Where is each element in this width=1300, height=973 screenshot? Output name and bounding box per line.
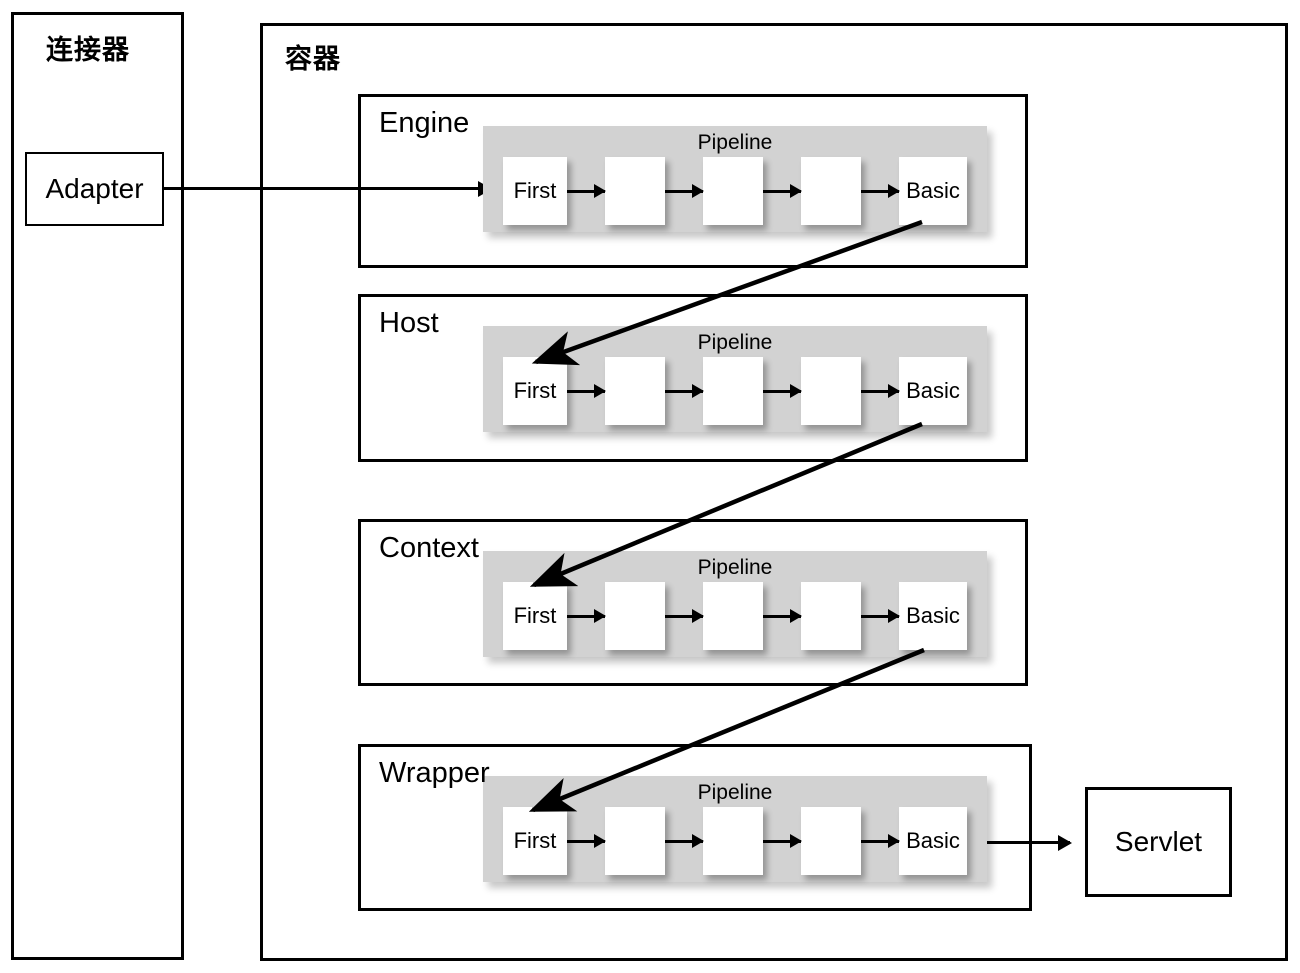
container-panel-title: 容器 (285, 44, 341, 74)
wrapper-pipeline-title: Pipeline (697, 781, 773, 804)
context-valve-first[interactable]: First (503, 582, 567, 650)
host-valve-2[interactable] (605, 357, 665, 425)
engine-arrow-4 (861, 184, 900, 198)
valve-label: First (513, 828, 557, 853)
valve-label: First (513, 378, 557, 403)
wrapper-valve-basic[interactable]: Basic (899, 807, 967, 875)
section-engine-label: Engine (379, 107, 470, 139)
engine-valve-basic[interactable]: Basic (899, 157, 967, 225)
engine-pipeline: Pipeline First Basic (483, 126, 987, 232)
host-arrow-4 (861, 384, 900, 398)
context-valve-4[interactable] (801, 582, 861, 650)
wrapper-arrow-1 (567, 834, 606, 848)
wrapper-valve-2[interactable] (605, 807, 665, 875)
wrapper-valve-row: First Basic (483, 806, 987, 876)
host-valve-4[interactable] (801, 357, 861, 425)
context-arrow-3 (763, 609, 802, 623)
servlet-box[interactable]: Servlet (1085, 787, 1232, 897)
engine-valve-2[interactable] (605, 157, 665, 225)
valve-label: Basic (906, 178, 960, 203)
context-valve-row: First Basic (483, 581, 987, 651)
host-valve-first[interactable]: First (503, 357, 567, 425)
context-arrow-2 (665, 609, 704, 623)
wrapper-pipeline: Pipeline First Basic (483, 776, 987, 882)
servlet-label: Servlet (1114, 826, 1203, 857)
section-engine: Engine Pipeline First (358, 94, 1028, 268)
section-wrapper: Wrapper Pipeline First (358, 744, 1032, 911)
link-adapter-to-engine-first (163, 181, 492, 195)
adapter-label: Adapter (45, 173, 144, 204)
wrapper-valve-4[interactable] (801, 807, 861, 875)
valve-label: First (513, 178, 557, 203)
wrapper-arrow-3 (763, 834, 802, 848)
context-valve-3[interactable] (703, 582, 763, 650)
connector-panel-title: 连接器 (46, 35, 130, 65)
host-arrow-3 (763, 384, 802, 398)
section-host: Host Pipeline First (358, 294, 1028, 462)
section-context: Context Pipeline First (358, 519, 1028, 686)
host-pipeline: Pipeline First Basic (483, 326, 987, 432)
host-arrow-1 (567, 384, 606, 398)
section-host-label: Host (379, 307, 439, 339)
host-valve-3[interactable] (703, 357, 763, 425)
host-pipeline-title: Pipeline (697, 331, 773, 354)
engine-valve-first[interactable]: First (503, 157, 567, 225)
container-panel: 容器 (260, 23, 1288, 961)
engine-arrow-3 (763, 184, 802, 198)
connector-panel: 连接器 (11, 12, 184, 960)
valve-label: First (513, 603, 557, 628)
engine-valve-3[interactable] (703, 157, 763, 225)
engine-valve-4[interactable] (801, 157, 861, 225)
engine-valve-row: First Basic (483, 156, 987, 226)
wrapper-valve-3[interactable] (703, 807, 763, 875)
engine-pipeline-title: Pipeline (697, 131, 773, 154)
valve-label: Basic (906, 828, 960, 853)
host-valve-row: First Basic (483, 356, 987, 426)
host-valve-basic[interactable]: Basic (899, 357, 967, 425)
link-wrapper-basic-to-servlet (978, 835, 1072, 849)
engine-arrow-2 (665, 184, 704, 198)
context-arrow-1 (567, 609, 606, 623)
section-context-label: Context (379, 532, 479, 564)
context-valve-2[interactable] (605, 582, 665, 650)
wrapper-arrow-2 (665, 834, 704, 848)
context-pipeline-title: Pipeline (697, 556, 773, 579)
wrapper-valve-first[interactable]: First (503, 807, 567, 875)
context-arrow-4 (861, 609, 900, 623)
section-wrapper-label: Wrapper (379, 757, 490, 789)
context-valve-basic[interactable]: Basic (899, 582, 967, 650)
host-arrow-2 (665, 384, 704, 398)
wrapper-arrow-4 (861, 834, 900, 848)
adapter-box[interactable]: Adapter (25, 152, 164, 226)
valve-label: Basic (906, 603, 960, 628)
valve-label: Basic (906, 378, 960, 403)
engine-arrow-1 (567, 184, 606, 198)
context-pipeline: Pipeline First Basic (483, 551, 987, 657)
